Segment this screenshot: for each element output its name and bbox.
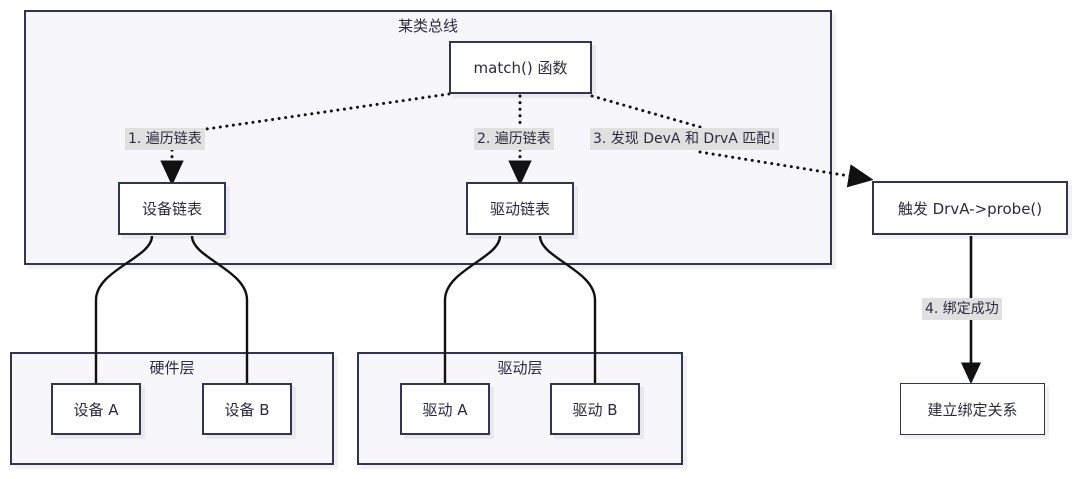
edge-label-step-1-text: 1. 遍历链表 — [128, 131, 202, 147]
node-driver-a-label: 驱动 A — [422, 400, 468, 419]
node-device-list[interactable]: 设备链表 — [118, 182, 226, 235]
cluster-hardware-title: 硬件层 — [149, 359, 195, 377]
edge-label-step-1: 1. 遍历链表 — [125, 128, 205, 150]
node-device-list-label: 设备链表 — [141, 200, 202, 218]
edge-label-step-3: 3. 发现 DevA 和 DrvA 匹配! — [590, 128, 779, 150]
node-device-b-label: 设备 B — [224, 400, 270, 419]
cluster-driver-title: 驱动层 — [497, 359, 543, 377]
node-driver-b-label: 驱动 B — [572, 400, 618, 419]
node-driver-list-label: 驱动链表 — [489, 200, 550, 218]
edge-label-step-2: 2. 遍历链表 — [474, 128, 554, 150]
node-trigger-probe[interactable]: 触发 DrvA->probe() — [872, 181, 1068, 235]
edge-label-step-3-text: 3. 发现 DevA 和 DrvA 匹配! — [593, 131, 776, 147]
cluster-bus-title: 某类总线 — [397, 17, 458, 35]
edge-label-step-2-text: 2. 遍历链表 — [477, 131, 551, 147]
edge-label-step-4: 4. 绑定成功 — [922, 298, 1002, 320]
node-match-function[interactable]: match() 函数 — [449, 41, 592, 94]
node-device-a[interactable]: 设备 A — [51, 383, 141, 435]
node-driver-list[interactable]: 驱动链表 — [466, 182, 574, 235]
node-bind-result[interactable]: 建立绑定关系 — [900, 383, 1045, 435]
edge-label-step-4-text: 4. 绑定成功 — [925, 301, 999, 317]
node-bind-result-label: 建立绑定关系 — [927, 400, 1018, 419]
node-match-function-label: match() 函数 — [473, 59, 568, 77]
node-driver-a[interactable]: 驱动 A — [400, 383, 490, 435]
node-device-a-label: 设备 A — [73, 400, 119, 419]
node-device-b[interactable]: 设备 B — [202, 383, 292, 435]
node-driver-b[interactable]: 驱动 B — [550, 383, 640, 435]
node-trigger-probe-label: 触发 DrvA->probe() — [897, 199, 1043, 218]
